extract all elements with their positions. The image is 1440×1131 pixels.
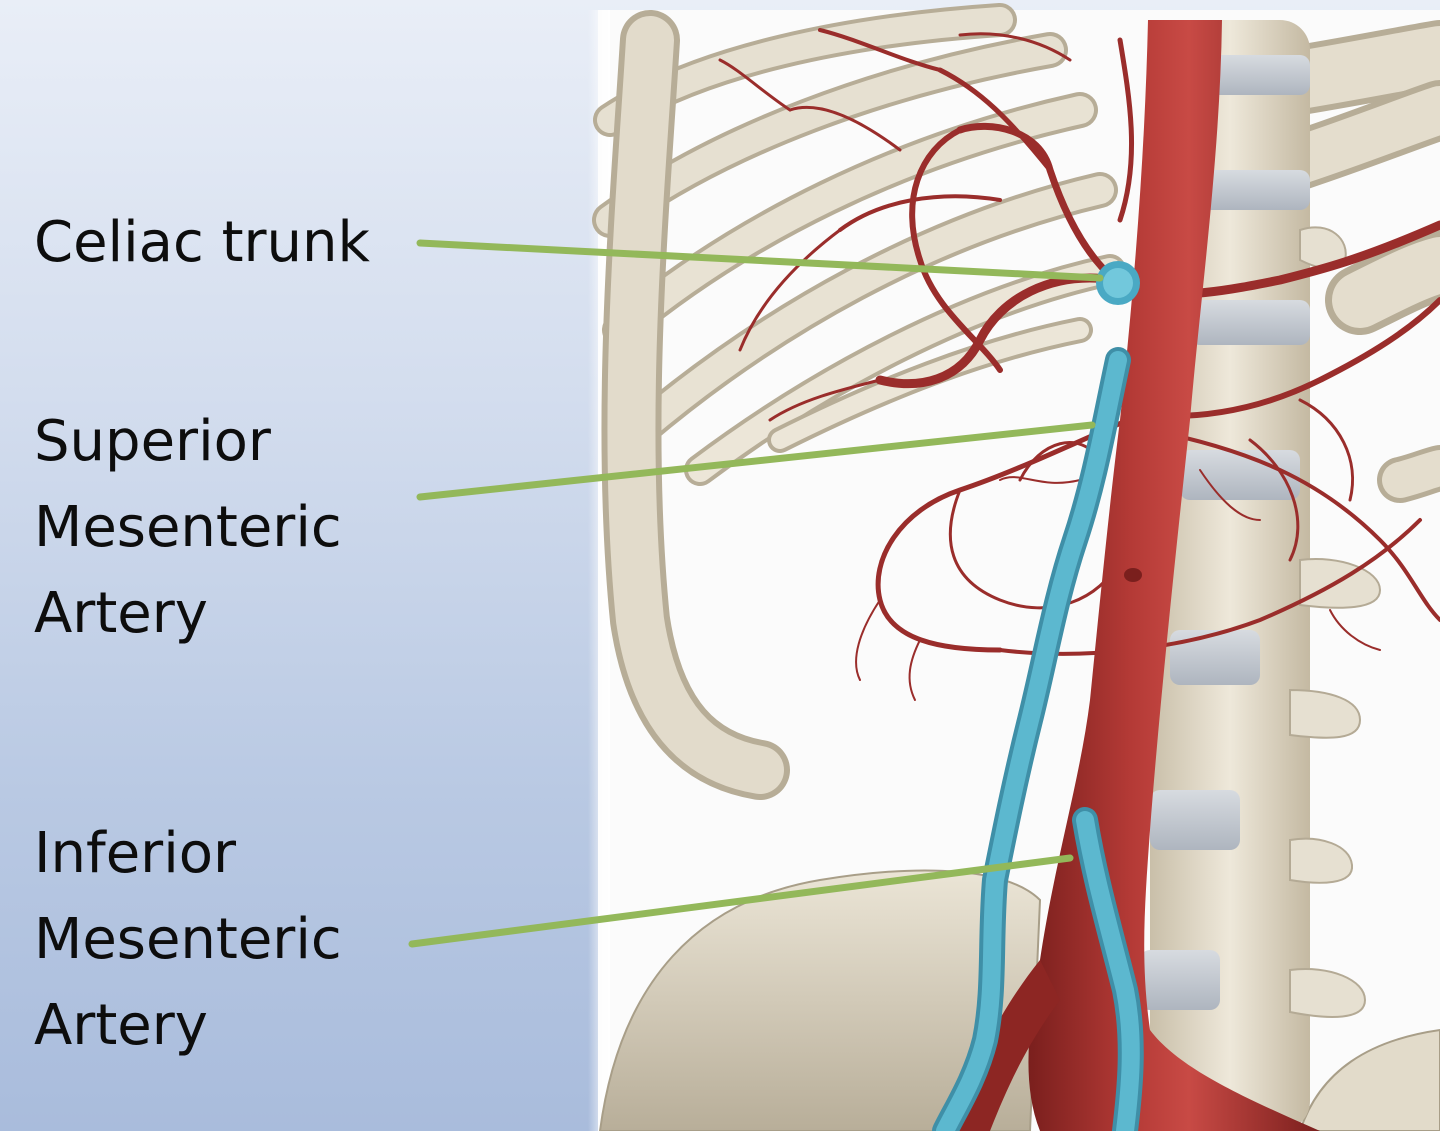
pelvis <box>598 869 1440 1131</box>
label-sma-line-1: Superior <box>34 409 271 474</box>
intervertebral-discs <box>1140 55 1310 1010</box>
label-celiac-trunk: Celiac trunk <box>34 200 370 286</box>
pointer-line-celiac <box>416 239 1104 282</box>
highlighted-vessels <box>932 347 1144 1131</box>
right-ribs <box>1265 20 1440 503</box>
pointer-line-inferior-mesenteric <box>408 854 1074 948</box>
label-superior-mesenteric-artery: Superior Mesenteric Artery <box>34 399 342 657</box>
celiac-highlight <box>1096 261 1140 305</box>
arterial-branches <box>718 28 1440 701</box>
label-inferior-mesenteric-artery: Inferior Mesenteric Artery <box>34 811 342 1069</box>
label-sma-line-3: Artery <box>34 581 208 646</box>
image-edge-fade <box>588 10 610 1131</box>
label-ima-line-1: Inferior <box>34 821 237 886</box>
pointer-lines <box>408 239 1104 948</box>
rib-cage <box>592 3 1126 800</box>
label-sma-line-2: Mesenteric <box>34 495 342 560</box>
label-ima-line-2: Mesenteric <box>34 907 342 972</box>
transverse-processes <box>1289 226 1382 1018</box>
label-ima-line-3: Artery <box>34 993 208 1058</box>
pointer-line-superior-mesenteric <box>416 421 1096 501</box>
label-celiac-line-1: Celiac trunk <box>34 210 370 275</box>
